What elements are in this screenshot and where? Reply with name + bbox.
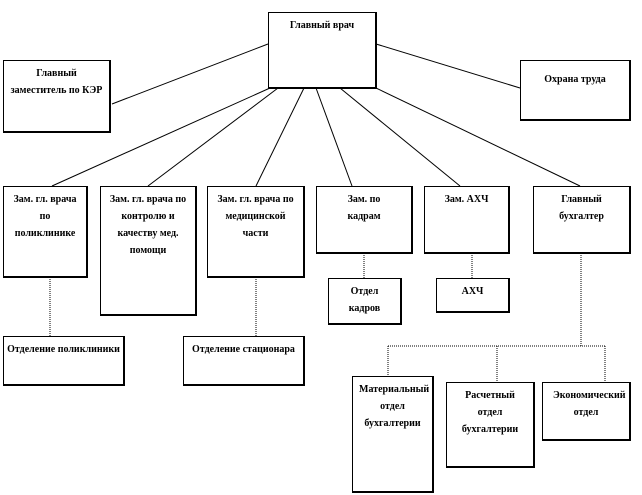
box-economic-dept: Экономический отдел [542, 382, 631, 441]
line-chief-medical [255, 87, 305, 187]
line-chief-ahch [339, 87, 461, 187]
box-payroll-dept: Расчетный отдел бухгалтерии [446, 382, 535, 468]
box-deputy-ker: Главный заместитель по КЭР [3, 60, 111, 133]
box-chief: Главный врач [268, 12, 377, 89]
box-deputy-medical: Зам. гл. врача по медицинской части [207, 186, 305, 278]
line-chief-polyclinic [51, 87, 271, 187]
box-deputy-polyclinic: Зам. гл. врача по поликлинике [3, 186, 88, 278]
line-chief-safety [375, 43, 521, 89]
box-labor-safety: Охрана труда [520, 60, 631, 121]
line-chief-accountant [375, 87, 581, 187]
box-deputy-ahch: Зам. АХЧ [424, 186, 510, 254]
line-chief-quality [147, 87, 279, 187]
box-deputy-hr: Зам. по кадрам [316, 186, 413, 254]
box-ahch: АХЧ [436, 278, 510, 313]
box-hospital-dept: Отделение стационара [183, 336, 305, 386]
box-polyclinic-dept: Отделение поликлиники [3, 336, 125, 386]
box-chief-accountant: Главный бухгалтер [533, 186, 631, 254]
box-deputy-quality: Зам. гл. врача по контролю и качеству ме… [100, 186, 197, 316]
line-chief-hr [315, 87, 353, 187]
line-chief-ker [111, 43, 269, 105]
box-material-dept: Материальный отдел бухгалтерии [352, 376, 434, 493]
box-hr-dept: Отдел кадров [328, 278, 402, 325]
